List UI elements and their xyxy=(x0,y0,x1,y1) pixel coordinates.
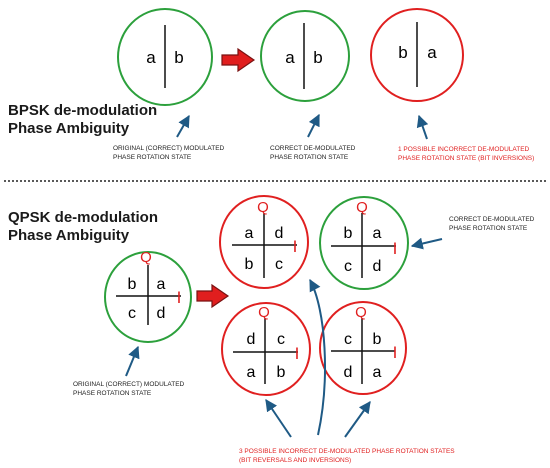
qpsk-state-bottom-left-br: b xyxy=(277,364,286,381)
bpsk-caption-incorrect-2: PHASE ROTATION STATE (BIT INVERSIONS) xyxy=(398,155,534,162)
qpsk-state-bottom-left-i-label: I xyxy=(295,344,300,363)
bpsk-correct-state: a b xyxy=(260,10,350,102)
qpsk-state-top-left-bl: b xyxy=(245,256,254,273)
qpsk-big-arrow-shape xyxy=(196,283,230,309)
bpsk-original-state: a b xyxy=(117,8,213,106)
qpsk-state-bottom-right-tr: b xyxy=(373,331,382,348)
bpsk-caption-correct-1: CORRECT DE-MODULATED xyxy=(270,145,356,152)
qpsk-original-state: Q I b a c d xyxy=(104,249,192,343)
bpsk-title-line1: BPSK de-modulation xyxy=(8,102,157,119)
bpsk-transition-arrow xyxy=(221,47,256,73)
qpsk-original-q-label: Q xyxy=(140,249,152,266)
qpsk-caption-incorrect-1: 3 POSSIBLE INCORRECT DE-MODULATED PHASE … xyxy=(239,448,455,455)
qpsk-original-br: d xyxy=(157,305,166,322)
qpsk-state-top-right-tl: b xyxy=(344,225,353,242)
qpsk-state-top-right: Q I b a c d xyxy=(319,196,409,290)
bpsk-title-line2: Phase Ambiguity xyxy=(8,120,130,137)
bpsk-caption-incorrect-1: 1 POSSIBLE INCORRECT DE-MODULATED xyxy=(398,146,530,153)
qpsk-incorrect-pointer-bottom-right xyxy=(344,401,371,438)
qpsk-state-bottom-left: Q I d c a b xyxy=(221,302,311,396)
qpsk-caption-original-1: ORIGINAL (CORRECT) MODULATED xyxy=(73,381,185,388)
qpsk-original-i-label: I xyxy=(177,288,182,307)
bpsk-correct-right: b xyxy=(313,48,322,67)
qpsk-state-top-right-i-label: I xyxy=(393,239,398,258)
bpsk-incorrect-pointer xyxy=(416,114,429,140)
qpsk-state-bottom-right: Q I c b d a xyxy=(319,301,407,395)
bpsk-incorrect-circle xyxy=(370,8,464,102)
bpsk-correct-pointer xyxy=(307,113,320,138)
bpsk-correct-circle xyxy=(260,10,350,102)
qpsk-title-line2: Phase Ambiguity xyxy=(8,227,130,244)
qpsk-state-bottom-left-bl: a xyxy=(247,364,256,381)
qpsk-state-bottom-left-circle xyxy=(221,302,311,396)
qpsk-caption-correct-2: PHASE ROTATION STATE xyxy=(449,225,528,232)
qpsk-state-top-left-tl: a xyxy=(245,225,254,242)
bpsk-section: a b a b b a BPSK de-modulation Phase Amb… xyxy=(8,8,534,162)
qpsk-original-tr: a xyxy=(157,276,166,293)
qpsk-state-bottom-left-q-label: Q xyxy=(258,304,270,321)
qpsk-state-top-left-q-label: Q xyxy=(257,199,269,216)
bpsk-original-pointer xyxy=(176,114,190,138)
qpsk-correct-pointer xyxy=(410,237,443,250)
qpsk-caption-original-2: PHASE ROTATION STATE xyxy=(73,390,152,397)
qpsk-state-top-right-br: d xyxy=(373,258,382,275)
bpsk-caption-correct-2: PHASE ROTATION STATE xyxy=(270,154,349,161)
qpsk-state-bottom-right-br: a xyxy=(373,364,382,381)
qpsk-state-top-left-i-label: I xyxy=(293,237,298,256)
qpsk-state-bottom-right-circle xyxy=(319,301,407,395)
qpsk-original-circle xyxy=(104,251,192,343)
qpsk-original-bl: c xyxy=(128,305,136,322)
bpsk-caption-original-2: PHASE ROTATION STATE xyxy=(113,154,192,161)
bpsk-original-left: a xyxy=(146,48,156,67)
qpsk-caption-correct-1: CORRECT DE-MODULATED xyxy=(449,216,535,223)
qpsk-title-line1: QPSK de-modulation xyxy=(8,209,158,226)
qpsk-state-bottom-right-tl: c xyxy=(344,331,352,348)
qpsk-state-top-right-bl: c xyxy=(344,258,352,275)
qpsk-state-top-left: Q I a d b c xyxy=(219,195,309,289)
qpsk-state-bottom-left-tl: d xyxy=(247,331,256,348)
bpsk-original-right: b xyxy=(174,48,183,67)
bpsk-big-arrow-shape xyxy=(221,47,256,73)
qpsk-state-bottom-left-tr: c xyxy=(277,331,285,348)
qpsk-original-pointer xyxy=(125,345,140,377)
qpsk-state-top-right-tr: a xyxy=(373,225,382,242)
qpsk-transition-arrow xyxy=(196,283,230,309)
qpsk-state-top-right-q-label: Q xyxy=(356,199,368,216)
qpsk-section: QPSK de-modulation Phase Ambiguity Q I b… xyxy=(8,195,535,464)
qpsk-original-tl: b xyxy=(128,276,137,293)
bpsk-incorrect-left: b xyxy=(398,43,407,62)
qpsk-state-top-left-tr: d xyxy=(275,225,284,242)
qpsk-incorrect-pointer-top xyxy=(309,278,326,436)
qpsk-state-bottom-right-q-label: Q xyxy=(355,304,367,321)
bpsk-incorrect-right: a xyxy=(427,43,437,62)
bpsk-correct-left: a xyxy=(285,48,295,67)
qpsk-incorrect-pointer-bottom-left xyxy=(265,399,292,438)
qpsk-state-bottom-right-i-label: I xyxy=(393,343,398,362)
qpsk-state-top-left-circle xyxy=(219,195,309,289)
qpsk-caption-incorrect-2: (BIT REVERSALS AND INVERSIONS) xyxy=(239,457,351,464)
bpsk-caption-original-1: ORIGINAL (CORRECT) MODULATED xyxy=(113,145,225,152)
qpsk-state-bottom-right-bl: d xyxy=(344,364,353,381)
qpsk-state-top-left-br: c xyxy=(275,256,283,273)
qpsk-state-top-right-circle xyxy=(319,196,409,290)
bpsk-original-circle xyxy=(117,8,213,106)
bpsk-incorrect-state: b a xyxy=(370,8,464,102)
